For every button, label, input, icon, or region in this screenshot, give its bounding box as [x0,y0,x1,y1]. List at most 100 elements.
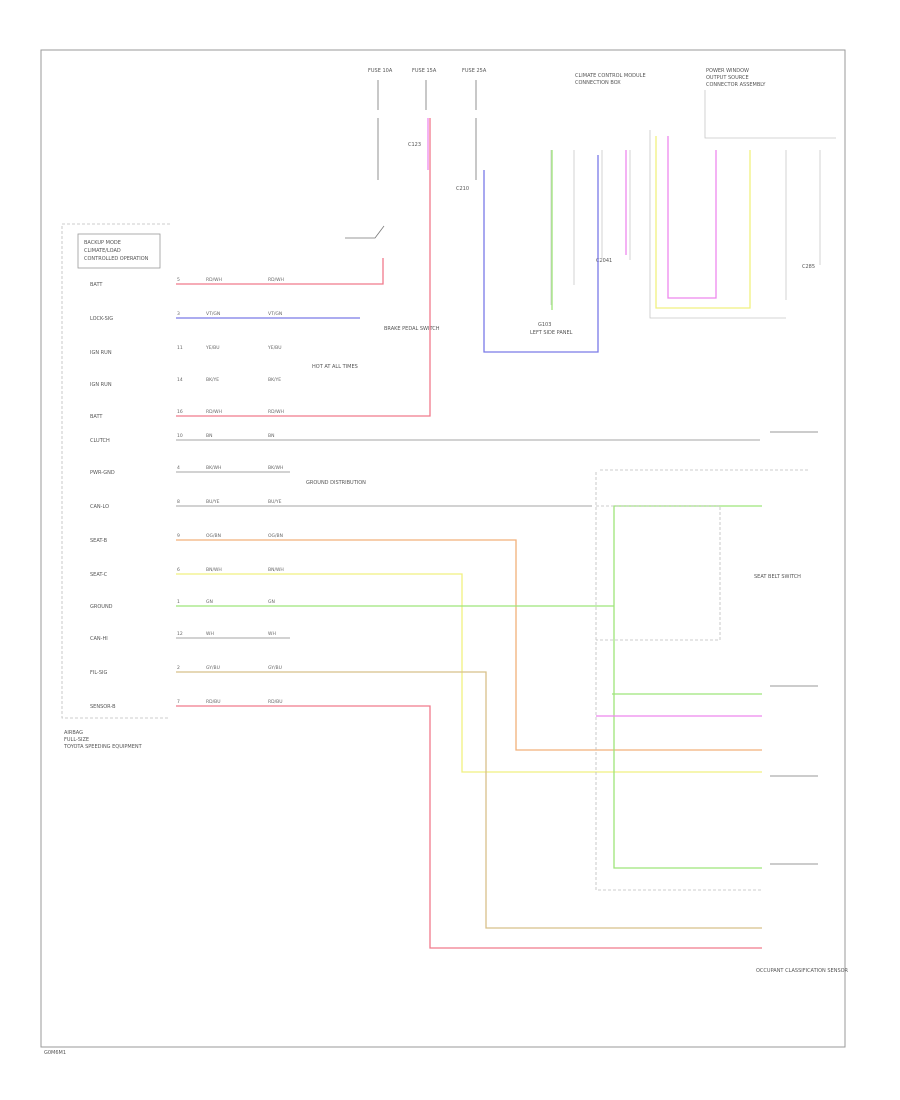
top-right-harness [550,90,836,319]
row-label: SEAT-C [90,572,108,578]
row-label: LOCK-SIG [90,316,113,322]
connector-label-2: C210 [456,186,469,192]
connector-label-3: C2041 [596,258,612,264]
top-right-line-2: OUTPUT SOURCE [706,75,749,81]
wire-code: BN [206,433,212,439]
harness-line-8 [704,90,836,139]
row-label: IGN RUN [90,382,112,388]
wire-code: RD/WH [206,409,222,415]
note-seat-belt-switch: SEAT BELT SWITCH [754,574,801,580]
pin-number: 5 [177,277,180,283]
pin-number: 7 [177,699,180,705]
wire-code: BU/YE [206,499,220,505]
wire-batt-2 [176,118,431,417]
wire-code: RD/BU [206,699,221,705]
pin-number: 4 [177,465,180,471]
wire-batt-1 [176,258,384,285]
wire-code-alt: YE/BU [267,345,282,351]
wire-fil-sig [176,671,762,929]
top-right-line-3: CONNECTOR ASSEMBLY [706,82,766,88]
wire-code: BK/YE [206,377,219,383]
pin-number: 2 [177,665,180,671]
top-center-line-2: CONNECTION BOX [575,80,621,86]
main-module-line-1: AIRBAG [64,730,83,736]
pin-number: 1 [177,599,180,605]
wires [176,118,762,949]
wire-green-trunk [613,505,762,869]
wire-code-alt: BK/WH [268,465,283,471]
main-module-line-2: FULL-SIZE [64,737,89,743]
pin-number: 8 [177,499,180,505]
row-label: SENSOR-B [90,704,116,710]
right-components [770,431,818,865]
note-ground-distribution: GROUND DISTRIBUTION [306,480,366,486]
wire-blue-loop [483,155,599,353]
wire-code-alt: OG/BN [268,533,283,539]
wire-code: VT/GN [206,311,220,317]
wire-code-alt: RD/WH [268,277,284,283]
row-label: PWR-GND [90,470,115,476]
wire-yellow-loop [655,136,751,309]
connector-label-4: C285 [802,264,815,270]
left-box-line-3: CONTROLLED OPERATION [84,256,149,262]
inner-module-outline-1 [595,472,762,891]
top-right-line-1: POWER WINDOW [706,68,749,74]
wire-code-alt: GY/BU [268,665,282,671]
connector-label-1: C123 [408,142,421,148]
pin-number: 9 [177,533,180,539]
wire-code-alt: VT/GN [268,311,282,317]
wire-code: GN [206,599,213,605]
main-module-outline [61,223,170,719]
main-module-line-3: TOYOTA SPEEDING EQUIPMENT [63,744,143,750]
fuse-label-2: FUSE 15A [412,68,437,74]
wire-code: GY/BU [206,665,220,671]
wire-magenta-loop [667,136,717,299]
wire-code-alt: RD/BU [268,699,283,705]
pin-number: 6 [177,567,180,573]
wire-code: YE/BU [205,345,220,351]
row-label: CAN-HI [90,636,108,642]
row-label: CLUTCH [90,438,110,444]
note-brake-pedal-switch: BRAKE PEDAL SWITCH [384,326,440,332]
pin-number: 11 [177,345,183,351]
connector-label-5: G103 [538,322,551,328]
fuse-label-3: FUSE 25A [462,68,487,74]
wire-code-alt: BK/YE [268,377,281,383]
wire-code: WH [206,631,214,637]
wire-code: BN/WH [206,567,222,573]
wire-seat-c [176,573,762,773]
row-label: BATT [90,414,103,420]
footer-code: G0M6M1 [44,1050,66,1056]
wire-code-alt: RD/WH [268,409,284,415]
relay-switch [345,225,385,239]
row-label: CAN-LO [90,504,109,510]
left-box-line-2: CLIMATE/LOAD [84,248,121,254]
fuse-label-1: FUSE 10A [368,68,393,74]
left-box-line-1: BACKUP MODE [84,240,121,246]
row-label: GROUND [90,604,113,610]
wire-code-alt: WH [268,631,276,637]
pin-number: 14 [177,377,183,383]
pin-number: 12 [177,631,183,637]
note-occupant-classification: OCCUPANT CLASSIFICATION SENSOR [756,968,849,974]
row-label: FIL-SIG [90,670,108,676]
pin-number: 10 [177,433,183,439]
fuse-block [345,80,477,239]
harness-line-7 [649,130,786,319]
inner-module-outline-2 [596,505,721,641]
wire-sensor-b [176,705,762,949]
wire-code: OG/BN [206,533,221,539]
note-left-side-panel: LEFT SIDE PANEL [530,330,573,336]
left-box [77,233,161,269]
row-label: IGN RUN [90,350,112,356]
wire-code-alt: BN [268,433,274,439]
note-hot-at-all-times: HOT AT ALL TIMES [312,364,358,370]
outer-frame [40,49,846,1048]
wire-code: BK/WH [206,465,221,471]
pin-number: 16 [177,409,183,415]
wire-code-alt: BN/WH [268,567,284,573]
wire-seat-b [176,539,762,751]
row-label: BATT [90,282,103,288]
